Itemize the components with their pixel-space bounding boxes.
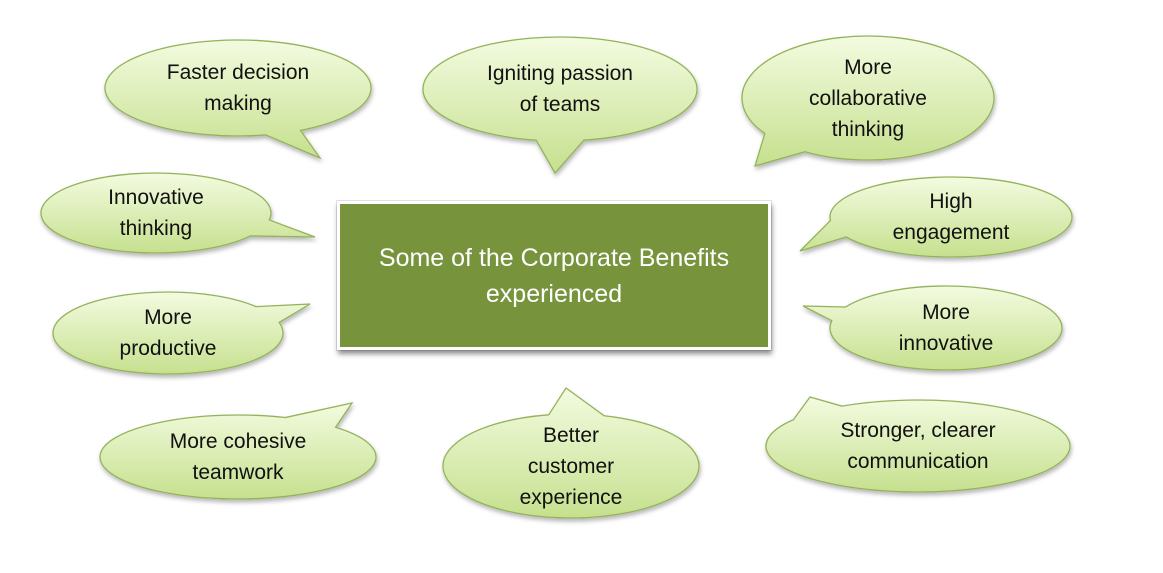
speech-bubble-more-productive [52,291,311,375]
speech-bubble-more-collaborative-thinking [741,35,995,167]
central-topic-title: Some of the Corporate Benefits experienc… [378,243,730,308]
speech-bubble-more-innovative [802,285,1063,371]
speech-bubble-better-customer-experience [442,387,700,519]
speech-bubble-innovative-thinking [40,172,316,254]
central-topic-box: Some of the Corporate Benefits experienc… [337,201,771,350]
speech-bubble-faster-decision-making [104,39,372,160]
speech-bubble-more-cohesive-teamwork [99,402,377,500]
speech-bubble-igniting-passion-of-teams [422,36,698,175]
speech-bubble-high-engagement [799,176,1073,258]
speech-bubble-stronger-clearer-communication [765,396,1071,493]
